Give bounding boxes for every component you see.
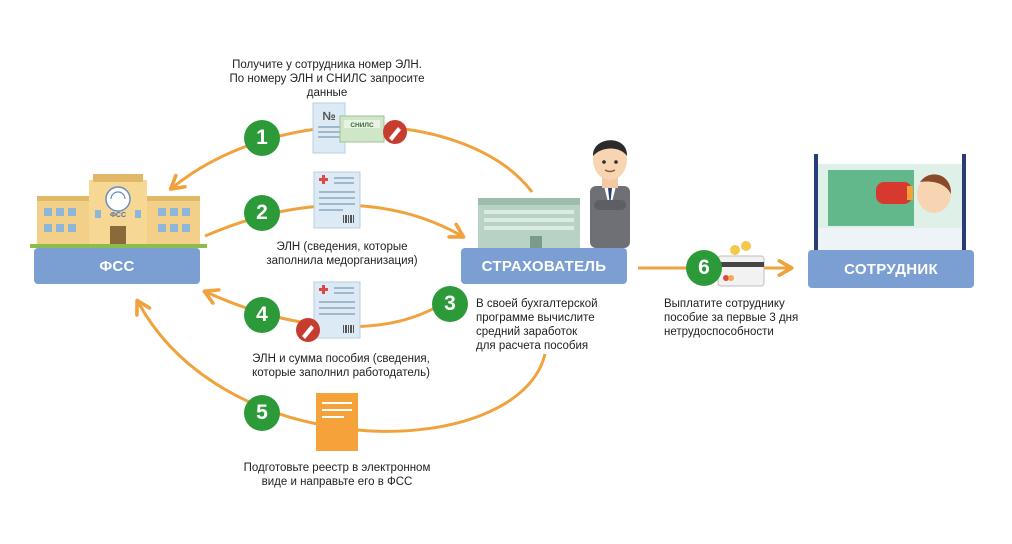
step-5-caption: Подготовьте реестр в электронном виде и … [243,462,431,488]
step-4-caption: ЭЛН и сумма пособия (сведения, которые з… [252,353,430,379]
document-step-4 [313,281,361,339]
employee-in-bed-illustration [814,154,966,250]
registry-document [316,393,358,451]
step-6-caption: Выплатите сотруднику пособие за первые 3… [664,298,799,338]
step-5-badge: 5 [244,395,280,431]
insurer-node: СТРАХОВАТЕЛЬ [461,248,627,284]
building-sign-label: ФСС [109,212,127,219]
fss-building-illustration [30,174,207,248]
payment-card-icon [717,241,765,287]
step-4-badge: 4 [244,297,280,333]
step-1-caption: Получите у сотрудника номер ЭЛН. По номе… [229,59,425,99]
step-3-caption: В своей бухгалтерской программе вычислит… [476,298,598,352]
document-step-1: № [312,102,346,154]
number-sign: № [322,109,335,123]
step-2-badge: 2 [244,195,280,231]
arrow-step-5 [135,298,547,433]
step-1-badge: 1 [244,120,280,156]
step-3-badge: 3 [432,286,468,322]
signature-pen-icon-1 [383,120,407,144]
snils-label: СНИЛС [350,122,374,129]
step-6-badge: 6 [686,250,722,286]
businessman-illustration [590,140,630,248]
document-step-2 [313,171,361,229]
fss-node: ФСС [34,248,200,284]
insurer-building-illustration [478,198,580,248]
signature-pen-icon-2 [296,318,320,342]
employee-node: СОТРУДНИК [808,250,974,288]
step-2-caption: ЭЛН (сведения, которые заполнила медорга… [266,241,418,267]
snils-card: СНИЛС [339,115,385,143]
